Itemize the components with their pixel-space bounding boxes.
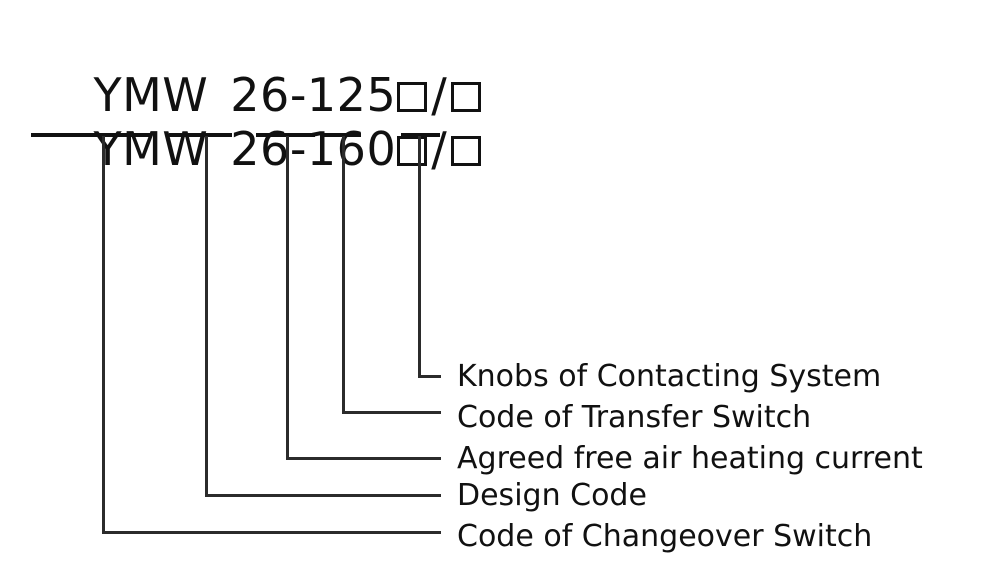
leader-segment-2 [205,494,441,497]
code-line-1-box-1 [397,82,428,112]
dropper-segment-2 [205,136,208,497]
underline-segment-5 [401,133,440,137]
label-code-of-transfer-switch: Code of Transfer Switch [457,400,812,435]
dropper-segment-3 [286,136,289,460]
underline-segment-4 [322,133,361,137]
code-line-1-prefix: YMW [93,68,209,122]
label-agreed-free-air-heating-current: Agreed free air heating current [457,441,923,476]
leader-segment-5 [418,375,441,378]
code-line-2: YMW 26-160/ [33,80,482,218]
code-line-2-box-2 [451,136,482,166]
leader-segment-3 [286,457,441,460]
underline-segment-1 [31,133,152,137]
leader-segment-4 [342,411,441,414]
code-line-1-middle: 26-125 [230,68,397,122]
label-knobs-of-contacting-system: Knobs of Contacting System [457,359,882,394]
code-line-1-box-2 [451,82,482,112]
code-line-2-separator: / [431,122,448,176]
label-design-code: Design Code [457,478,647,513]
underline-segment-3 [256,133,315,137]
dropper-segment-1 [102,136,105,534]
dropper-segment-4 [342,136,345,414]
code-line-2-box-1 [397,136,428,166]
dropper-segment-5 [418,136,421,378]
label-code-of-changeover-switch: Code of Changeover Switch [457,519,873,554]
underline-segment-2 [169,133,232,137]
code-line-1-separator: / [431,68,448,122]
code-line-1: YMW 26-125 / [33,26,482,164]
leader-segment-1 [102,531,441,534]
